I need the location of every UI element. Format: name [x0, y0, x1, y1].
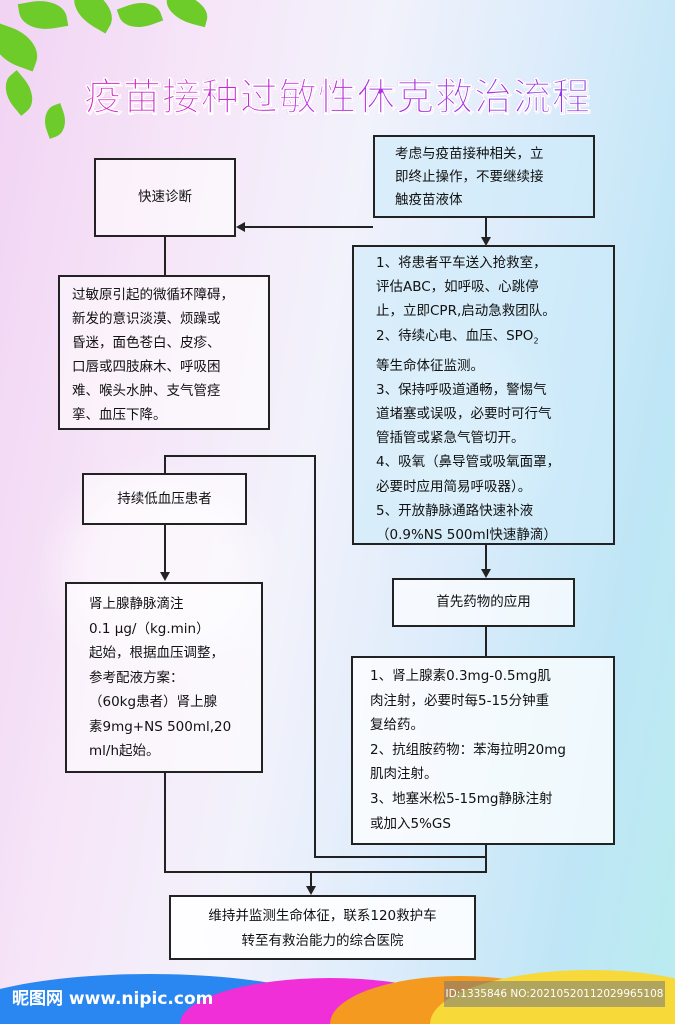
image-id: ID:1335846 NO:20210520112029965108: [444, 981, 665, 1007]
persistent-hypotension-box: 持续低血压患者: [82, 473, 247, 525]
text-line: 考虑与疫苗接种相关，立: [395, 146, 544, 162]
text-line: 或加入5%GS: [370, 815, 451, 832]
text-line: 2、待续心电、血压、SPO: [376, 327, 534, 344]
text-line: 复给药。: [370, 717, 424, 734]
text-line: 难、喉头水肿、支气管痉: [72, 383, 221, 399]
nipic-logo: 昵图网 www.nipic.com: [12, 989, 214, 1009]
first-drugs-label: 首先药物的应用: [436, 594, 531, 611]
subscript: 2: [533, 336, 539, 346]
text-line: ml/h起始。: [89, 743, 160, 759]
text-line-spo2: 2、待续心电、血压、SPO2: [376, 324, 609, 354]
stop-vaccination-box: 考虑与疫苗接种相关，立 即终止操作，不要继续接 触疫苗液体: [373, 135, 595, 218]
text-line: 口唇或四肢麻木、呼吸困: [72, 359, 221, 375]
page-title: 疫苗接种过敏性休克救治流程: [0, 66, 675, 121]
text-line: 起始，根据血压调整，: [89, 645, 224, 661]
text-line: 触疫苗液体: [395, 192, 463, 208]
quick-diagnosis-label: 快速诊断: [138, 189, 192, 206]
text-line: 评估ABC，如呼吸、心跳停: [376, 279, 539, 296]
text-line: 过敏原引起的微循环障碍，: [72, 287, 234, 303]
text-line: 止，立即CPR,启动急救团队。: [376, 303, 556, 320]
text-line: 肌肉注射。: [370, 766, 438, 783]
text-line: 肉注射，必要时每5-15分钟重: [370, 692, 550, 709]
text-line: （60kg患者）肾上腺: [89, 694, 218, 710]
text-line: （0.9%NS 500ml快速静滴）: [376, 526, 557, 543]
text-line: 3、地塞米松5-15mg静脉注射: [370, 790, 553, 807]
text-line: 3、保持呼吸道通畅，警惕气: [376, 381, 547, 398]
text-line: 0.1 μg/（kg.min）: [89, 620, 210, 637]
text-line: 1、将患者平车送入抢救室，: [376, 255, 547, 271]
text-line: 4、吸氧（鼻导管或吸氧面罩，: [376, 454, 561, 471]
text-line: 管插管或紧急气管切开。: [376, 430, 525, 447]
text-line: 参考配液方案：: [89, 669, 184, 686]
first-drugs-box: 首先药物的应用: [392, 578, 575, 627]
persistent-hypotension-label: 持续低血压患者: [117, 490, 212, 507]
final-box: 维持并监测生命体征，联系120救护车 转至有救治能力的综合医院: [169, 895, 476, 960]
text-line: 等生命体征监测。: [376, 357, 484, 374]
text-line: 肾上腺静脉滴注: [89, 596, 184, 612]
symptoms-box: 过敏原引起的微循环障碍， 新发的意识淡漠、烦躁或 昏迷，面色苍白、皮疹、 口唇或…: [58, 275, 270, 430]
text-line: 2、抗组胺药物：苯海拉明20mg: [370, 741, 566, 758]
text-line: 昏迷，面色苍白、皮疹、: [72, 335, 221, 351]
drug-list-box: 1、肾上腺素0.3mg-0.5mg肌 肉注射，必要时每5-15分钟重 复给药。 …: [351, 656, 615, 845]
text-line: 转至有救治能力的综合医院: [241, 932, 404, 949]
quick-diagnosis-box: 快速诊断: [94, 158, 236, 237]
text-line: 即终止操作，不要继续接: [395, 169, 544, 185]
text-line: 维持并监测生命体征，联系120救护车: [208, 908, 437, 924]
text-line: 1、肾上腺素0.3mg-0.5mg肌: [370, 668, 551, 684]
text-line: 必要时应用简易呼吸器）。: [376, 478, 532, 495]
emergency-steps-box: 1、将患者平车送入抢救室， 评估ABC，如呼吸、心跳停 止，立即CPR,启动急救…: [352, 245, 615, 545]
footer: 昵图网 www.nipic.com ID:1335846 NO:20210520…: [0, 964, 675, 1024]
text-line: 素9mg+NS 500ml,20: [89, 718, 232, 735]
epinephrine-drip-box: 肾上腺静脉滴注 0.1 μg/（kg.min） 起始，根据血压调整， 参考配液方…: [65, 582, 263, 773]
text-line: 5、开放静脉通路快速补液: [376, 502, 534, 519]
text-line: 道堵塞或误吸，必要时可行气: [376, 405, 552, 422]
text-line: 新发的意识淡漠、烦躁或: [72, 311, 221, 327]
text-line: 挛、血压下降。: [72, 407, 167, 423]
